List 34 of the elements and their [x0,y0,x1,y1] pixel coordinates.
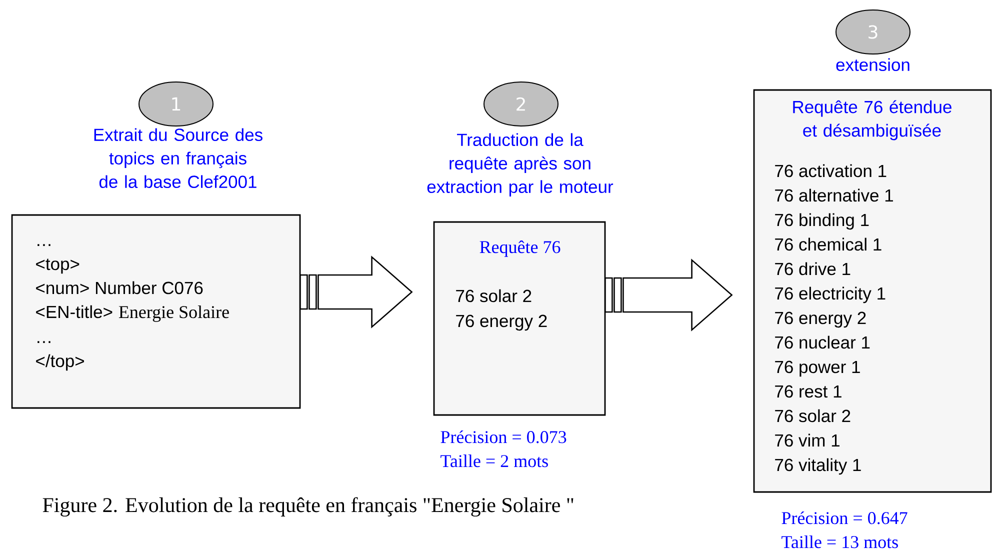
figure-caption: Figure 2. Evolution de la requête en français "Energie Solaire " [42,497,574,517]
text-line: 76 electricity 1 [775,286,886,304]
text-line: </top> [36,354,84,371]
text-line: 76 vim 1 [775,434,840,447]
text-line: <num> Number C076 [36,281,203,294]
metric-text: Précision = 0.073 [440,430,566,444]
text-line: 76 nuclear 1 [775,336,870,349]
metric-text: Précision = 0.647 [782,511,908,524]
text-line: 76 solar 2 [775,409,850,422]
metric-text: Taille = 2 mots [440,454,548,468]
box-heading: extension [836,58,910,72]
text-line: Energie Solaire [118,306,229,322]
text-line: 76 solar 2 [456,289,532,302]
text-line: Requête 76 [480,240,560,257]
text-line: 76 drive 1 [775,262,850,276]
text-line: 76 alternative 1 [775,188,893,202]
box-heading: Traduction de la requête après son extraction par le moteur [427,133,614,197]
text-line: 76 vitality 1 [775,458,861,475]
text-line: 76 power 1 [775,360,860,377]
text-line: 76 binding 1 [775,213,869,230]
text-line: <top> [36,258,80,274]
text-line: 76 energy 2 [456,314,547,331]
text-line: 76 activation 1 [775,164,886,178]
box-subheading: Requête 76 étendue et désambiguïsée [793,100,952,140]
text-line: 76 chemical 1 [775,238,882,251]
text-line: 76 rest 1 [775,385,842,398]
metric-text: Taille = 13 mots [782,536,898,548]
box-heading: Extrait du Source des topics en français de la base Clef2001 [94,128,262,188]
text-line: … [38,341,50,343]
text-line: … [38,244,50,246]
text-line: 76 energy 2 [775,312,866,328]
text-line: <EN-title> [36,305,112,318]
block-arrow [300,256,413,328]
block-arrow [604,258,733,332]
